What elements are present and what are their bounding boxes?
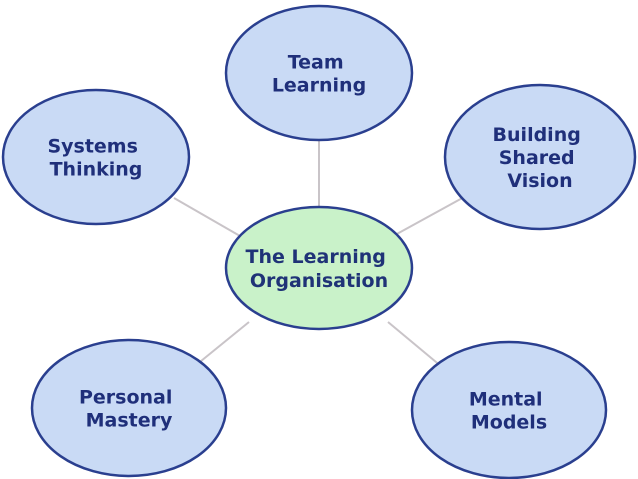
node-mental-models-line-1: Mental <box>469 389 543 411</box>
node-team-learning-line-1: Team <box>288 52 344 74</box>
node-center-circle <box>224 205 414 331</box>
node-systems-thinking-line-1: Systems <box>47 136 137 158</box>
node-systems-thinking-circle <box>1 88 191 226</box>
node-mental-models-line-2: Models <box>471 412 547 434</box>
node-systems-thinking: Systems Thinking <box>1 88 191 226</box>
node-mental-models-label: Mental Models <box>469 389 549 434</box>
node-team-learning-circle <box>224 4 414 142</box>
node-systems-thinking-line-2: Thinking <box>50 159 143 181</box>
connector-systems-thinking <box>173 197 241 237</box>
node-mental-models-circle <box>410 340 608 479</box>
connector-building-shared-vision <box>394 195 467 236</box>
node-personal-mastery-label: Personal Mastery <box>79 387 179 432</box>
node-mental-models: Mental Models <box>410 340 608 479</box>
node-building-shared-vision-line-3: Vision <box>507 170 572 192</box>
node-team-learning-label: Team Learning <box>272 52 366 97</box>
node-building-shared-vision-line-1: Building <box>493 124 581 146</box>
node-team-learning-line-2: Learning <box>272 75 366 97</box>
node-center-line-1: The Learning <box>246 246 386 268</box>
node-team-learning: Team Learning <box>224 4 414 142</box>
node-center-label: The Learning Organisation <box>246 246 393 292</box>
node-building-shared-vision-line-2: Shared <box>499 147 575 169</box>
node-building-shared-vision: Building Shared Vision <box>443 83 637 231</box>
node-systems-thinking-label: Systems Thinking <box>47 136 144 181</box>
node-building-shared-vision-circle <box>443 83 637 231</box>
node-personal-mastery-circle <box>30 338 228 478</box>
node-center-line-2: Organisation <box>250 270 388 292</box>
node-personal-mastery-line-2: Mastery <box>86 410 173 432</box>
node-personal-mastery-line-1: Personal <box>79 387 172 409</box>
node-personal-mastery: Personal Mastery <box>30 338 228 478</box>
node-center: The Learning Organisation <box>224 205 414 331</box>
node-building-shared-vision-label: Building Shared Vision <box>493 124 588 192</box>
